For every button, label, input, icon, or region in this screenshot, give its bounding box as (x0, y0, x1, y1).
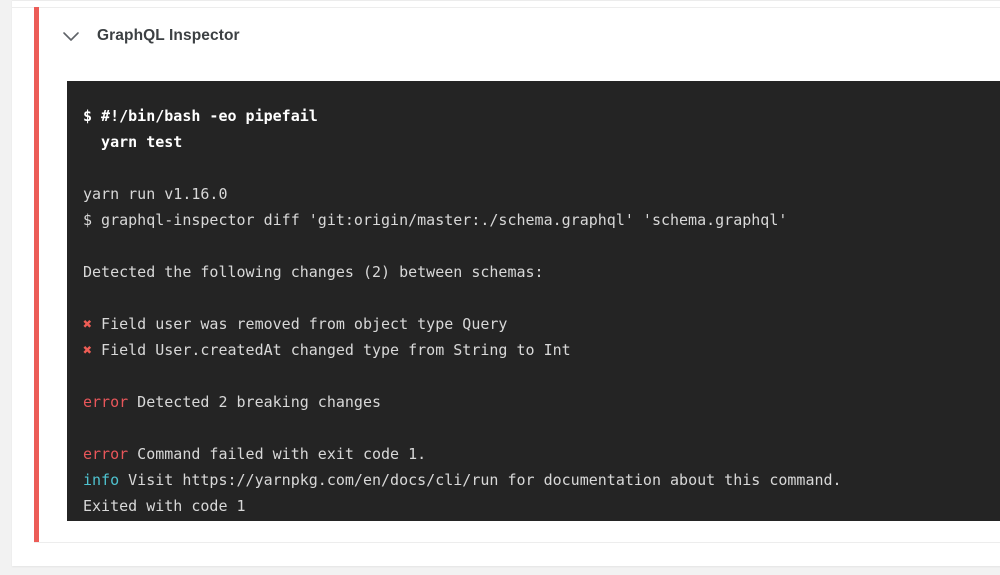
failure-mark-icon: ✖ (83, 341, 93, 359)
terminal-line (83, 363, 1000, 389)
terminal-line-text: Exited with code 1 (83, 497, 246, 515)
terminal-line-text: Field User.createdAt changed type from S… (92, 341, 571, 359)
card-top-divider (12, 7, 1000, 8)
terminal-line (83, 415, 1000, 441)
terminal-log-level-tag: info (83, 471, 120, 489)
terminal-log-level-tag: error (83, 393, 129, 411)
terminal-line (83, 155, 1000, 181)
terminal-line: $ #!/bin/bash -eo pipefail (83, 103, 1000, 129)
terminal-command-text: $ #!/bin/bash -eo pipefail (83, 107, 318, 125)
step-header-toggle[interactable]: GraphQL Inspector (58, 17, 240, 55)
status-accent-bar (34, 7, 39, 542)
step-title: GraphQL Inspector (97, 27, 240, 44)
terminal-line: info Visit https://yarnpkg.com/en/docs/c… (83, 467, 1000, 493)
terminal-log-level-tag: error (83, 445, 129, 463)
terminal-line-text: Field user was removed from object type … (92, 315, 508, 333)
terminal-line (83, 285, 1000, 311)
terminal-line: ✖ Field User.createdAt changed type from… (83, 337, 1000, 363)
terminal-line-text: Detected 2 breaking changes (128, 393, 382, 411)
terminal-line-text: Command failed with exit code 1. (128, 445, 427, 463)
terminal-line: ✖ Field user was removed from object typ… (83, 311, 1000, 337)
terminal-line-text: yarn run v1.16.0 (83, 185, 228, 203)
failure-mark-icon: ✖ (83, 315, 93, 333)
terminal-line: error Detected 2 breaking changes (83, 389, 1000, 415)
terminal-line: Exited with code 1 (83, 493, 1000, 519)
terminal-line: yarn run v1.16.0 (83, 181, 1000, 207)
terminal-log-body: $ #!/bin/bash -eo pipefail yarn test yarn… (83, 103, 1000, 519)
terminal-line: Detected the following changes (2) betwe… (83, 259, 1000, 285)
terminal-line-text: $ graphql-inspector diff 'git:origin/mas… (83, 211, 788, 229)
chevron-down-icon[interactable] (58, 23, 84, 49)
terminal-log-panel[interactable]: $ #!/bin/bash -eo pipefail yarn test yarn… (67, 81, 1000, 521)
terminal-line-text: Visit https://yarnpkg.com/en/docs/cli/ru… (119, 471, 842, 489)
terminal-line-text: Detected the following changes (2) betwe… (83, 263, 544, 281)
terminal-command-text: yarn test (83, 133, 183, 151)
terminal-line: yarn test (83, 129, 1000, 155)
terminal-line (83, 233, 1000, 259)
build-step-card: GraphQL Inspector $ #!/bin/bash -eo pipe… (12, 0, 1000, 566)
terminal-line: $ graphql-inspector diff 'git:origin/mas… (83, 207, 1000, 233)
terminal-line: error Command failed with exit code 1. (83, 441, 1000, 467)
step-bottom-divider (34, 542, 1000, 543)
